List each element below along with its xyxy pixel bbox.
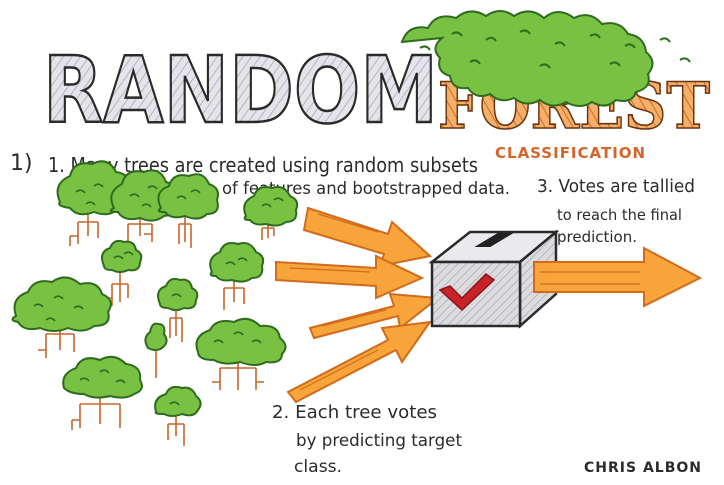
prediction-arrow-icon <box>533 246 703 308</box>
step-3-line-2: to reach the final <box>557 206 682 224</box>
step-2-line-1: 2. Each tree votes <box>272 402 437 423</box>
tree-icon <box>195 317 287 390</box>
title-random: RANDOM <box>42 36 440 146</box>
step-2-line-3: class. <box>294 457 342 477</box>
ballot-slot <box>474 233 514 247</box>
tree-icon <box>62 355 143 430</box>
step-1-line-2: of features and bootstrapped data. <box>222 179 510 199</box>
subtitle-classification: CLASSIFICATION <box>495 144 646 162</box>
arrow-icon <box>275 254 425 300</box>
step-3-text: 3. Votes are tallied to reach the final … <box>537 176 695 246</box>
vote-arrows <box>275 206 441 404</box>
arrow-icon <box>302 206 433 268</box>
tree-icon <box>154 385 202 446</box>
tree-icon <box>101 239 143 306</box>
tree-icon <box>157 277 199 342</box>
tree-icon <box>11 276 112 358</box>
step-2-line-2: by predicting target <box>296 431 462 451</box>
step-2-text: 2. Each tree votes by predicting target … <box>272 402 462 477</box>
tree-icon <box>157 173 219 248</box>
author-signature: CHRIS ALBON <box>584 460 702 476</box>
tree-icon <box>144 322 168 378</box>
ballot-box-icon <box>428 229 560 329</box>
step-3-line-3: prediction. <box>557 228 637 246</box>
arrow-icon <box>308 292 441 340</box>
tree-icon <box>243 186 299 240</box>
title-forest: FOREST <box>400 10 711 145</box>
forest-canopy-icon <box>400 10 691 107</box>
step-1-prefix: 1) <box>10 151 33 176</box>
tree-icon <box>209 242 265 310</box>
title-random-text: RANDOM <box>43 37 438 144</box>
checkmark-icon <box>438 273 496 312</box>
arrow-icon <box>286 320 433 404</box>
tree-group <box>11 160 299 446</box>
step-1-text: 1) 1. Many trees are created using rando… <box>10 151 510 199</box>
step-3-line-1: 3. Votes are tallied <box>537 176 695 197</box>
